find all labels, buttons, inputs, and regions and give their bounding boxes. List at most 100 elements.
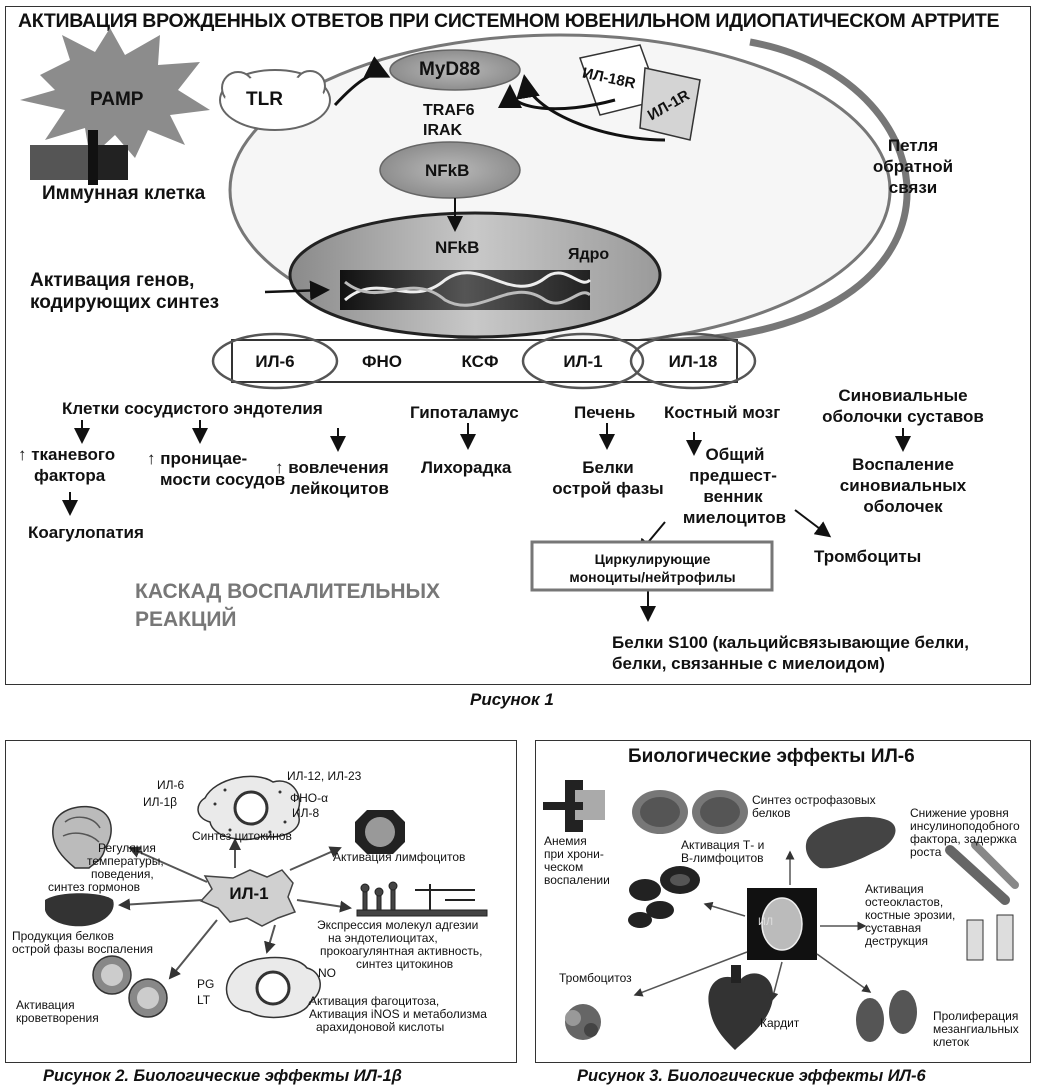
feedback-loop-icon (649, 38, 911, 346)
cell-right-3: ИЛ-8 (292, 806, 320, 820)
cytokine-il18: ИЛ-18 (668, 352, 718, 371)
osteoclasts-2: остеокластов, (865, 895, 944, 909)
figure2-arrows (118, 838, 352, 980)
bone-marrow-label: Костный мозг (664, 403, 781, 422)
lymphocytes-icon (632, 790, 748, 834)
il1-center-label: ИЛ-1 (229, 884, 269, 903)
cell-right-1: ИЛ-12, ИЛ-23 (287, 769, 362, 783)
tb-activation-1: Активация Т- и (681, 838, 765, 852)
osteoclasts-5: деструкция (865, 934, 929, 948)
adhesion-1: Экспрессия молекул адгезии (317, 918, 479, 932)
immune-cell-label: Иммунная клетка (42, 183, 206, 204)
anemia-2: при хрони- (544, 847, 604, 861)
anemia-pattern-icon (543, 780, 605, 832)
cell-left-1: ИЛ-6 (157, 778, 185, 792)
figure1-frame (5, 6, 1031, 685)
permeability-1: ↑ проницае- (147, 449, 248, 468)
red-blood-cells-icon (92, 955, 168, 1018)
phago-no: NO (318, 966, 336, 980)
figure2-diagram (45, 775, 488, 1019)
phago-pg: PG (197, 977, 215, 991)
liver-icon (45, 893, 114, 927)
synovitis-3: оболочек (863, 497, 943, 516)
acute-proteins-1: Белки (582, 458, 634, 477)
igf-2: инсулиноподобного (910, 819, 1020, 833)
figure1-diagram (20, 28, 911, 622)
figure3-arrows (633, 850, 872, 1002)
synovial-2: оболочки суставов (822, 407, 984, 426)
synovial-1: Синовиальные (838, 386, 968, 405)
platelets-label: Тромбоциты (814, 547, 922, 566)
acute-proteins-2: острой фазы (552, 479, 664, 498)
progenitor-2: предшест- (689, 466, 777, 485)
il1r-receptor-icon (639, 67, 701, 141)
igf-1: Снижение уровня (910, 806, 1009, 820)
s100-line2: белки, связанные с миелоидом) (612, 654, 885, 673)
tlr-label: TLR (246, 89, 283, 110)
progenitor-4: миелоцитов (682, 508, 787, 527)
phagocytosis-1: Активация фагоцитоза, (309, 994, 440, 1008)
cytokine-cell-icon (197, 775, 301, 841)
tb-activation-2: В-лимфоцитов (681, 851, 764, 865)
feedback-label-3: связи (888, 178, 938, 197)
cell-right-2: ФНО-α (290, 791, 329, 805)
phago-lt: LT (197, 993, 211, 1007)
tissue-factor-2: фактора (34, 466, 106, 485)
downstream-arrows (62, 420, 911, 622)
circulating-box (530, 540, 774, 592)
acute-phase-2: острой фазы воспаления (12, 942, 154, 956)
carditis-label: Кардит (760, 1016, 800, 1030)
cytokine-synthesis-label: Синтез цитокинов (192, 829, 292, 843)
adhesion-4: синтез цитокинов (356, 957, 454, 971)
thermoregulation-1: Регуляция (98, 841, 156, 855)
cytokine-il1: ИЛ-1 (563, 352, 603, 371)
nfkb-nuc-label: NFkB (435, 238, 480, 257)
cascade-line2: РЕАКЦИЙ (135, 608, 237, 631)
cell-left-2: ИЛ-1β (143, 795, 178, 809)
figure3-title: Биологические эффекты ИЛ-6 (628, 746, 915, 767)
osteoclasts-1: Активация (865, 882, 924, 896)
figure3-frame (535, 740, 1031, 1063)
fever-label: Лихорадка (421, 458, 512, 477)
hematopoiesis-2: кроветворения (16, 1011, 99, 1025)
feedback-label-2: обратной (872, 157, 954, 176)
cytokine-tnf: ФНО (361, 352, 402, 371)
cytokine-csf: КСФ (461, 352, 499, 371)
tlr-cloud-icon (219, 69, 331, 131)
cytokine-il6: ИЛ-6 (255, 352, 295, 371)
phagocytosis-3: арахидоновой кислоты (316, 1020, 445, 1034)
pamp-label: PAMP (90, 89, 144, 110)
leukocytes-2: лейкоцитов (290, 479, 389, 498)
lymphocyte-activation-label: Активация лимфоцитов (333, 850, 466, 864)
coagulopathy-label: Коагулопатия (28, 523, 144, 542)
igf-3: фактора, задержка (910, 832, 1017, 846)
il1-center-icon (199, 869, 297, 927)
mesangial-1: Пролиферация (933, 1009, 1019, 1023)
platelets-icon (565, 1004, 601, 1040)
il6-center-label: ИЛ (758, 916, 774, 928)
irak-label: IRAK (423, 122, 463, 139)
osteoclasts-3: костные эрозии, (865, 908, 956, 922)
myd88-label: MyD88 (419, 59, 481, 80)
gene-activation-line1: Активация генов, (30, 270, 195, 291)
progenitor-1: Общий (705, 445, 765, 464)
liver-label: Печень (574, 403, 636, 422)
progenitor-3: венник (703, 487, 763, 506)
figure1-title: АКТИВАЦИЯ ВРОЖДЕННЫХ ОТВЕТОВ ПРИ СИСТЕМН… (18, 10, 1000, 32)
figure2-caption: Рисунок 2. Биологические эффекты ИЛ-1β (43, 1067, 402, 1085)
hypothalamus-label: Гипоталамус (410, 403, 519, 422)
circulating-1: Циркулирующие (594, 551, 711, 567)
gene-activation-line2: кодирующих синтез (30, 292, 220, 313)
anemia-1: Анемия (544, 834, 587, 848)
acute-synthesis-1: Синтез острофазовых (752, 793, 876, 807)
heart-icon (708, 965, 773, 1050)
figure2-frame (5, 740, 517, 1063)
anemia-3: ческом (544, 860, 584, 874)
cytokine-bar (231, 339, 738, 383)
acute-synthesis-2: белков (752, 806, 791, 820)
permeability-2: мости сосудов (160, 470, 286, 489)
hematopoiesis-1: Активация (16, 998, 75, 1012)
pamp-burst-icon (20, 28, 210, 158)
acute-phase-1: Продукция белков (12, 929, 114, 943)
endothelium-label: Клетки сосудистого эндотелия (62, 399, 323, 418)
